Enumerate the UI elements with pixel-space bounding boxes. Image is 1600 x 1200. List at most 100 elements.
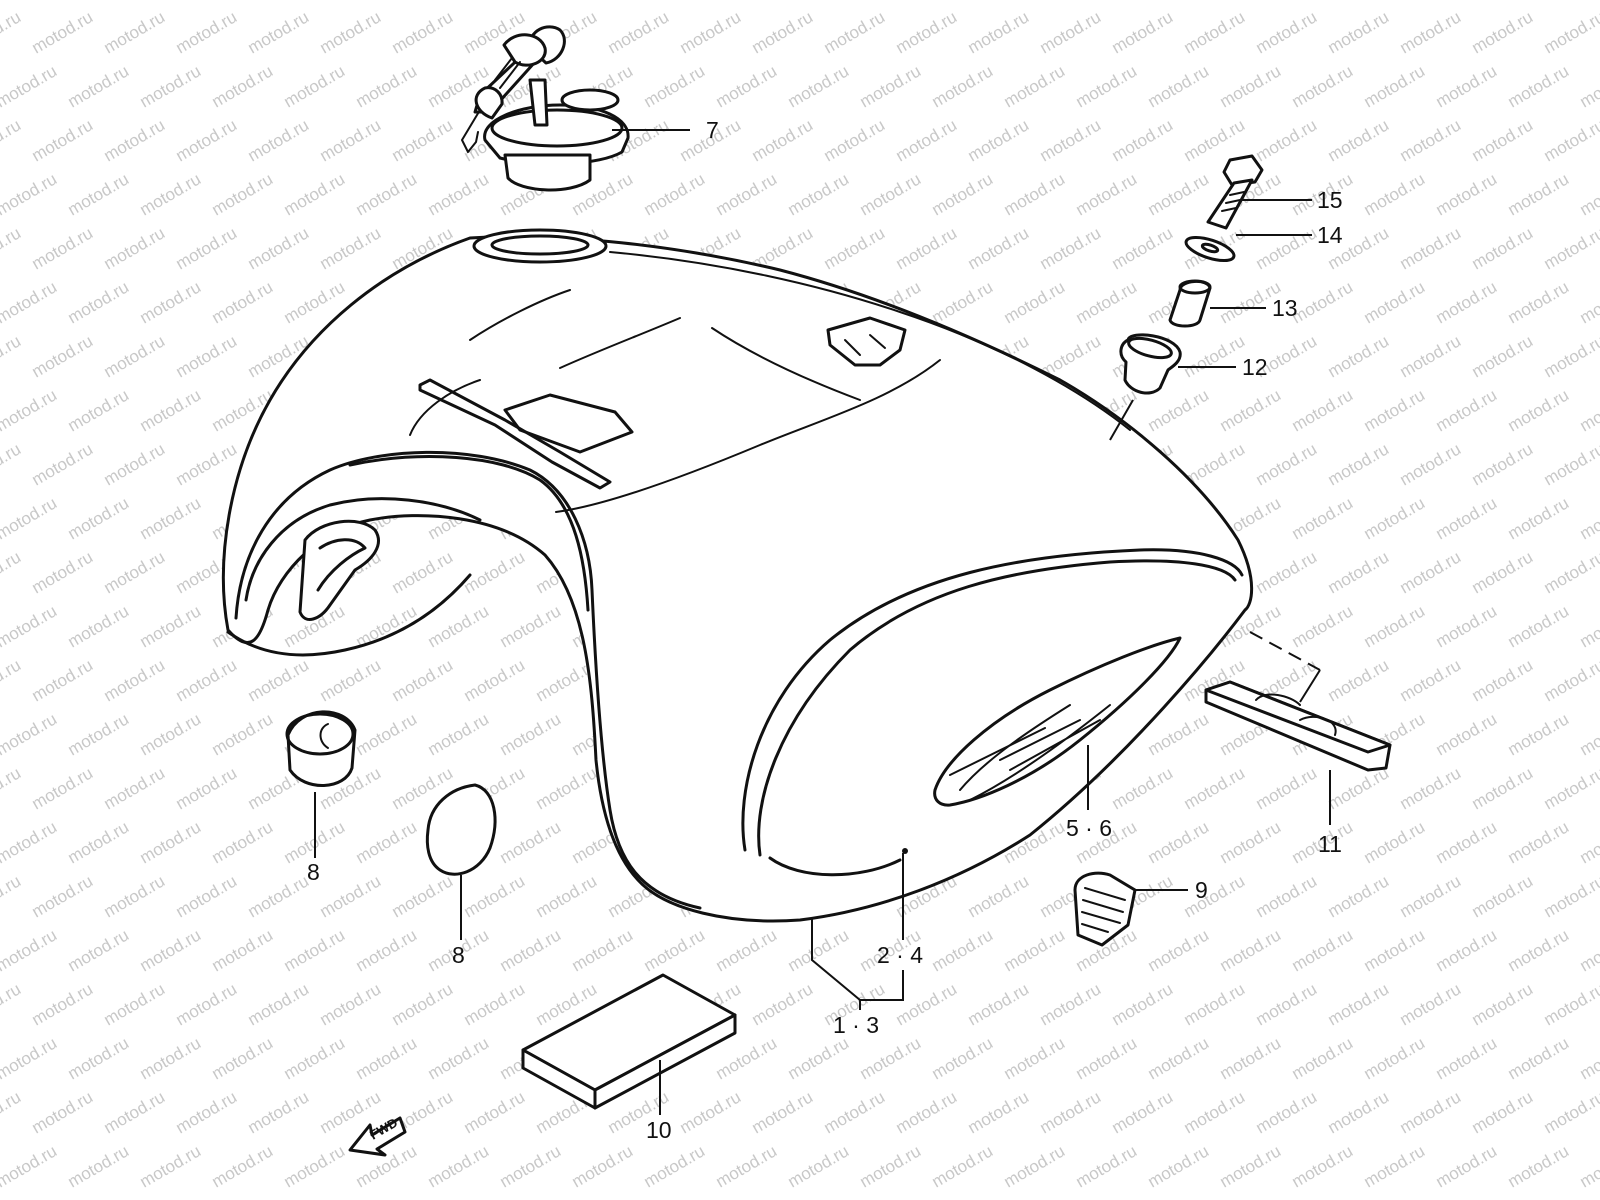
- watermark-text: motod.ru: [101, 655, 169, 705]
- watermark-text: motod.ru: [461, 1087, 529, 1137]
- watermark-text: motod.ru: [1577, 601, 1600, 651]
- watermark-text: motod.ru: [1181, 7, 1249, 57]
- watermark-text: motod.ru: [1073, 277, 1141, 327]
- watermark-text: motod.ru: [785, 925, 853, 975]
- watermark-text: motod.ru: [245, 1087, 313, 1137]
- watermark-text: motod.ru: [65, 277, 133, 327]
- watermark-text: motod.ru: [281, 61, 349, 111]
- pad-icon: [1204, 680, 1392, 772]
- watermark-text: motod.ru: [281, 925, 349, 975]
- watermark-text: motod.ru: [0, 1087, 24, 1137]
- watermark-text: motod.ru: [173, 763, 241, 813]
- watermark-text: motod.ru: [1505, 169, 1573, 219]
- watermark-text: motod.ru: [1577, 493, 1600, 543]
- watermark-text: motod.ru: [245, 223, 313, 273]
- watermark-text: motod.ru: [1001, 1033, 1069, 1083]
- watermark-text: motod.ru: [245, 7, 313, 57]
- watermark-text: motod.ru: [1361, 493, 1429, 543]
- watermark-text: motod.ru: [1181, 871, 1249, 921]
- watermark-text: motod.ru: [245, 655, 313, 705]
- watermark-text: motod.ru: [1541, 223, 1600, 273]
- watermark-text: motod.ru: [785, 1033, 853, 1083]
- watermark-text: motod.ru: [1433, 277, 1501, 327]
- watermark-text: motod.ru: [173, 331, 241, 381]
- watermark-text: motod.ru: [749, 979, 817, 1029]
- watermark-text: motod.ru: [425, 709, 493, 759]
- watermark-text: motod.ru: [29, 223, 97, 273]
- watermark-text: motod.ru: [353, 709, 421, 759]
- watermark-text: motod.ru: [1577, 709, 1600, 759]
- watermark-text: motod.ru: [1505, 601, 1573, 651]
- watermark-text: motod.ru: [389, 655, 457, 705]
- watermark-text: motod.ru: [965, 871, 1033, 921]
- watermark-text: motod.ru: [1289, 601, 1357, 651]
- watermark-text: motod.ru: [173, 1087, 241, 1137]
- watermark-text: motod.ru: [1109, 763, 1177, 813]
- watermark-text: motod.ru: [1505, 1033, 1573, 1083]
- watermark-text: motod.ru: [893, 115, 961, 165]
- watermark-text: motod.ru: [1469, 655, 1537, 705]
- watermark-text: motod.ru: [1325, 655, 1393, 705]
- watermark-text: motod.ru: [785, 1141, 853, 1191]
- watermark-text: motod.ru: [353, 817, 421, 867]
- callout-13: 13: [1272, 295, 1298, 321]
- watermark-text: motod.ru: [1469, 7, 1537, 57]
- watermark-text: motod.ru: [1433, 493, 1501, 543]
- watermark-text: motod.ru: [0, 223, 24, 273]
- watermark-text: motod.ru: [713, 1141, 781, 1191]
- watermark-text: motod.ru: [137, 61, 205, 111]
- watermark-text: motod.ru: [1181, 1087, 1249, 1137]
- watermark-text: motod.ru: [1397, 655, 1465, 705]
- watermark-text: motod.ru: [1217, 817, 1285, 867]
- watermark-text: motod.ru: [1217, 925, 1285, 975]
- watermark-text: motod.ru: [137, 817, 205, 867]
- watermark-text: motod.ru: [245, 115, 313, 165]
- watermark-text: motod.ru: [1505, 1141, 1573, 1191]
- watermark-text: motod.ru: [1577, 1141, 1600, 1191]
- callout-8-b: 8: [452, 942, 465, 968]
- watermark-text: motod.ru: [1541, 547, 1600, 597]
- watermark-text: motod.ru: [65, 0, 133, 3]
- spacer-icon: [1168, 279, 1212, 328]
- watermark-text: motod.ru: [1109, 115, 1177, 165]
- callout-5-6: 5 · 6: [1066, 815, 1112, 841]
- fuel-tank-icon: [221, 228, 1254, 923]
- watermark-text: motod.ru: [65, 709, 133, 759]
- watermark-text: motod.ru: [533, 763, 601, 813]
- watermark-text: motod.ru: [497, 817, 565, 867]
- watermark-text: motod.ru: [1541, 1087, 1600, 1137]
- watermark-text: motod.ru: [1433, 817, 1501, 867]
- watermark-text: motod.ru: [281, 0, 349, 3]
- watermark-text: motod.ru: [1361, 601, 1429, 651]
- watermark-text: motod.ru: [1001, 277, 1069, 327]
- watermark-text: motod.ru: [1361, 385, 1429, 435]
- watermark-text: motod.ru: [1541, 439, 1600, 489]
- watermark-text: motod.ru: [1541, 655, 1600, 705]
- watermark-text: motod.ru: [461, 655, 529, 705]
- watermark-text: motod.ru: [389, 115, 457, 165]
- watermark-text: motod.ru: [713, 169, 781, 219]
- watermark-text: motod.ru: [965, 7, 1033, 57]
- watermark-text: motod.ru: [497, 709, 565, 759]
- watermark-text: motod.ru: [0, 601, 60, 651]
- fuel-cap-icon: [461, 25, 630, 192]
- watermark-text: motod.ru: [1145, 169, 1213, 219]
- watermark-text: motod.ru: [1397, 7, 1465, 57]
- callout-11: 11: [1318, 831, 1342, 857]
- watermark-text: motod.ru: [929, 1141, 997, 1191]
- watermark-text: motod.ru: [1217, 385, 1285, 435]
- watermark-text: motod.ru: [1289, 1033, 1357, 1083]
- watermark-text: motod.ru: [929, 0, 997, 3]
- cushion-icon: [1119, 333, 1182, 395]
- watermark-text: motod.ru: [29, 763, 97, 813]
- watermark-text: motod.ru: [1217, 0, 1285, 3]
- callout-14: 14: [1317, 222, 1343, 248]
- watermark-text: motod.ru: [1505, 493, 1573, 543]
- watermark-text: motod.ru: [1469, 331, 1537, 381]
- watermark-text: motod.ru: [101, 547, 169, 597]
- watermark-text: motod.ru: [1145, 0, 1213, 3]
- watermark-text: motod.ru: [173, 655, 241, 705]
- watermark-text: motod.ru: [1397, 115, 1465, 165]
- watermark-text: motod.ru: [425, 1141, 493, 1191]
- watermark-text: motod.ru: [65, 385, 133, 435]
